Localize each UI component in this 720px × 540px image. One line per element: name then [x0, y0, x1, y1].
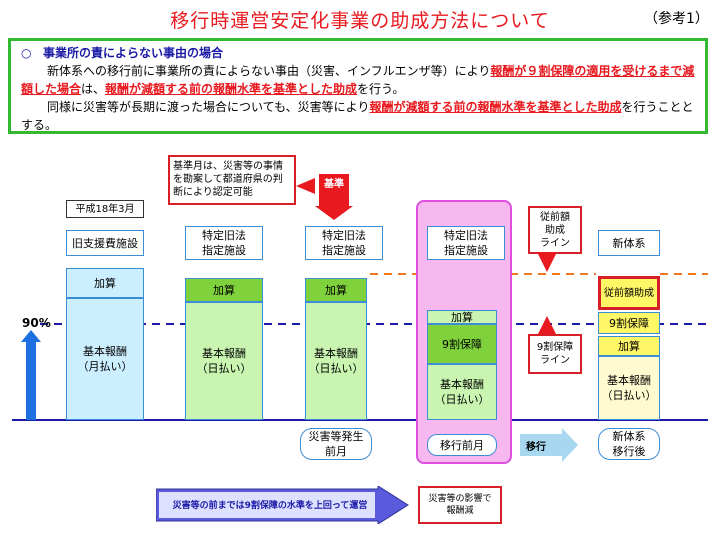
col5-header: 新体系: [598, 230, 660, 256]
col2-kasan: 加算: [185, 278, 263, 302]
bottom-arrow-label: 災害等の前までは9割保障の水準を上回って運営: [172, 501, 368, 511]
notice-paragraph-1: 新体系への移行前に事業所の責によらない事由（災害、インフルエンザ等）により報酬が…: [21, 62, 697, 98]
ninety-percent-label: 90%: [22, 316, 51, 330]
notice-p1-b: 報酬が９割保障の適用を受けるまで減額した場合: [21, 64, 695, 96]
notice-p2-a: 同様に災害等が長期に渡った場合についても、災害等により: [47, 100, 370, 114]
bottom-box: 災害等の影響で 報酬減: [418, 486, 502, 524]
col5-kasan: 加算: [598, 336, 660, 356]
col4-base: 基本報酬 （日払い）: [427, 364, 497, 420]
under-col5: 新体系 移行後: [598, 428, 660, 460]
up-arrow-icon: [21, 330, 41, 420]
callout-arrow-icon: [296, 178, 315, 194]
iko-label: 移行: [526, 442, 546, 453]
kijun-label: 基準: [324, 179, 344, 190]
notice-p1-c: は、: [81, 82, 106, 96]
under-col3: 災害等発生 前月: [300, 428, 372, 460]
page-title: 移行時運営安定化事業の助成方法について: [170, 10, 550, 32]
col3-header: 特定旧法 指定施設: [305, 226, 383, 260]
hosho-arrow-icon: [537, 316, 557, 336]
notice-heading: 事業所の責によらない事由の場合: [42, 46, 223, 60]
notice-p2-c: を行うこととする。: [21, 100, 694, 132]
year-label: 平成18年3月: [66, 200, 144, 218]
jusen-arrow-icon: [537, 252, 557, 272]
kijun-arrow-icon: [315, 174, 353, 220]
col4-header: 特定旧法 指定施設: [427, 226, 505, 260]
jusen-line-callout: 従前額 助成 ライン: [528, 206, 582, 254]
notice-heading-line: ○ 事業所の責によらない事由の場合: [21, 44, 697, 62]
under-col4: 移行前月: [427, 434, 497, 456]
notice-p2-b: 報酬が減額する前の報酬水準を基準とした助成: [369, 100, 622, 114]
col1-base: 基本報酬 （月払い）: [66, 298, 144, 420]
notice-p1-a: 新体系への移行前に事業所の責によらない事由（災害、インフルエンザ等）により: [47, 64, 491, 78]
kijun-callout: 基準月は、災害等の事情を勘案して都道府県の判断により認定可能: [168, 155, 296, 205]
col3-base: 基本報酬 （日払い）: [305, 302, 367, 420]
hosho-line-callout: 9割保障 ライン: [528, 334, 582, 374]
col5-jusen: 従前額助成: [598, 276, 660, 310]
notice-box: ○ 事業所の責によらない事由の場合 新体系への移行前に事業所の責によらない事由（…: [8, 38, 708, 134]
notice-paragraph-2: 同様に災害等が長期に渡った場合についても、災害等により報酬が減額する前の報酬水準…: [21, 98, 697, 134]
col3-kasan: 加算: [305, 278, 367, 302]
col4-kasan: 加算: [427, 310, 497, 324]
col5-base: 基本報酬 （日払い）: [598, 356, 660, 420]
bullet-icon: ○: [21, 46, 32, 60]
col2-header: 特定旧法 指定施設: [185, 226, 263, 260]
col1-kasan: 加算: [66, 268, 144, 298]
reference-label: （参考1）: [644, 11, 709, 27]
iko-arrow-icon: [520, 428, 578, 462]
bottom-arrow-icon: [156, 486, 409, 524]
col5-hosho: 9割保障: [598, 312, 660, 334]
col1-header: 旧支援費施設: [66, 230, 144, 256]
notice-p1-e: を行う。: [357, 82, 405, 96]
col4-hosho: 9割保障: [427, 324, 497, 364]
notice-p1-d: 報酬が減額する前の報酬水準を基準とした助成: [105, 82, 358, 96]
col2-base: 基本報酬 （日払い）: [185, 302, 263, 420]
